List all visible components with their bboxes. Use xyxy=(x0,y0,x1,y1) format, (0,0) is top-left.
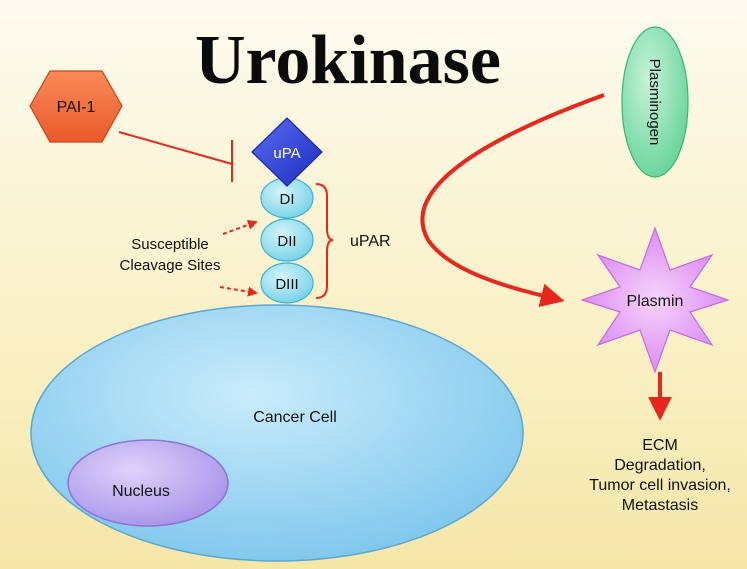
upar-domain-di-label: DI xyxy=(280,191,295,208)
cleavage-arrow-dii-diii xyxy=(219,286,258,297)
plasmin-star xyxy=(580,226,730,374)
plasmin-label: Plasmin xyxy=(627,293,684,310)
upa-label: uPA xyxy=(273,145,300,162)
outcome-line1: ECM xyxy=(642,437,678,454)
upar-receptor: DI DII DIII xyxy=(260,177,314,304)
outcome-line2: Degradation, xyxy=(614,457,706,474)
diagram-title: Urokinase xyxy=(195,22,501,99)
activation-arrow xyxy=(420,93,605,307)
upar-bracket xyxy=(315,183,334,299)
cleavage-label-line2: Cleavage Sites xyxy=(120,257,221,274)
upar-label: uPAR xyxy=(350,233,391,250)
cleavage-arrow-di-dii xyxy=(222,220,258,235)
pai1-label: PAI-1 xyxy=(57,99,96,116)
upar-domain-dii-label: DII xyxy=(277,233,296,250)
upa-diamond xyxy=(251,117,323,187)
outcome-line3: Tumor cell invasion, xyxy=(589,477,731,494)
pai1-hexagon xyxy=(29,70,123,143)
cancer-cell-label: Cancer Cell xyxy=(253,409,337,426)
nucleus xyxy=(67,439,229,527)
nucleus-label: Nucleus xyxy=(112,483,170,500)
cancer-cell xyxy=(30,304,524,562)
plasminogen-ellipse xyxy=(621,26,689,178)
outcome-line4: Metastasis xyxy=(622,497,698,514)
upar-domain-dii xyxy=(260,218,314,262)
upar-domain-diii xyxy=(260,262,314,304)
pai1-inhibition-line xyxy=(118,131,233,165)
plasminogen-label: Plasminogen xyxy=(646,59,663,146)
cleavage-label-line1: Susceptible xyxy=(131,236,209,253)
upar-domain-diii-label: DIII xyxy=(275,276,298,293)
